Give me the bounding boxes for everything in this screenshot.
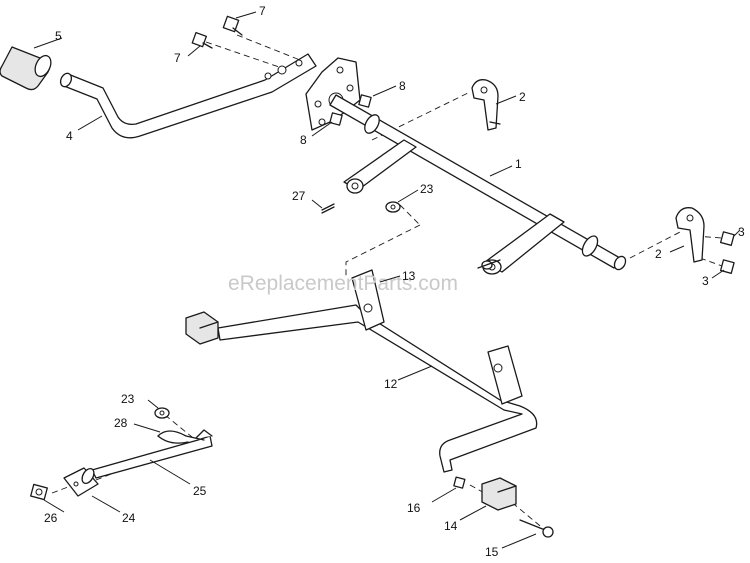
callout-24: 24 (122, 511, 136, 525)
callout-5: 5 (55, 29, 62, 43)
callout-7-lower: 7 (174, 51, 181, 65)
callout-26: 26 (44, 511, 58, 525)
callout-4: 4 (66, 129, 73, 143)
part-5-handle-grip (0, 46, 52, 91)
part-16-nut (453, 476, 466, 489)
callout-14: 14 (444, 519, 458, 533)
callout-12: 12 (384, 377, 398, 391)
callout-16: 16 (407, 501, 421, 515)
part-14-pedal-block (481, 477, 517, 511)
part-26-nut (30, 483, 48, 501)
part-pedal-block-left (185, 311, 219, 345)
callout-15: 15 (485, 545, 499, 559)
part-4-handle-lever (59, 53, 317, 139)
callout-25: 25 (193, 484, 207, 498)
callout-3-upper: 3 (738, 225, 745, 239)
part-2-bracket-upper (471, 79, 501, 131)
callout-28: 28 (114, 416, 128, 430)
callout-2-upper: 2 (519, 90, 526, 104)
part-2-bracket-lower (675, 207, 705, 263)
callout-8-lower: 8 (300, 133, 307, 147)
callout-13: 13 (402, 269, 416, 283)
callout-7-upper: 7 (259, 4, 266, 18)
part-mounting-bracket (305, 57, 372, 131)
callout-23-upper: 23 (420, 182, 434, 196)
part-24-coupler (63, 467, 99, 497)
part-25-rod (91, 429, 213, 479)
callout-2-lower: 2 (655, 247, 662, 261)
watermark: eReplacementParts.com (228, 272, 458, 295)
callout-8-upper: 8 (399, 79, 406, 93)
callouts: 5 4 7 7 8 8 2 1 27 23 2 3 3 13 12 23 28 (33, 4, 745, 559)
callout-23-lower: 23 (121, 392, 135, 406)
callout-27: 27 (292, 189, 306, 203)
callout-3-lower: 3 (702, 274, 709, 288)
part-3-bolts (719, 231, 735, 274)
callout-1: 1 (515, 157, 522, 171)
part-1-cross-shaft (329, 94, 627, 275)
part-15-bolt (519, 519, 554, 538)
part-23-washer-upper (385, 201, 401, 213)
part-28-hairpin-clip (157, 430, 205, 444)
part-13-link (477, 259, 501, 270)
part-23-washer-lower (154, 407, 170, 419)
part-12-pedal-bar (217, 269, 538, 473)
part-7-bolts (191, 15, 243, 49)
part-27-cotter-pin (321, 203, 335, 214)
